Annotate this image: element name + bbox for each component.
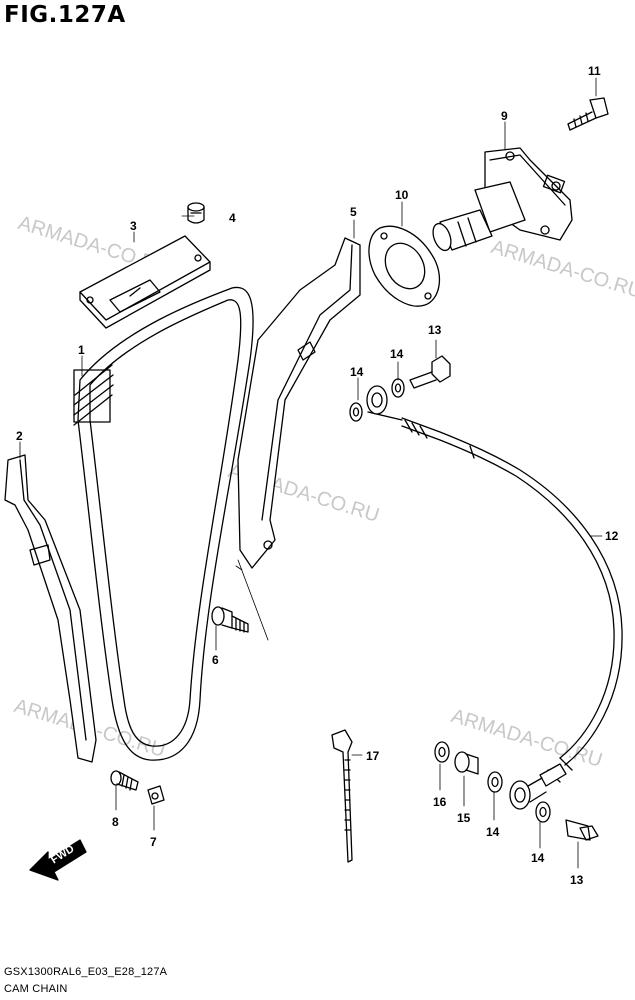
bolt-part-4 (187, 202, 205, 224)
chain-guide-part-2 (4, 454, 97, 763)
callout-15: 15 (457, 811, 471, 825)
washer-part-14-top (349, 378, 405, 422)
fitting-part-15 (454, 751, 479, 775)
tensioner-adjuster-part-9 (432, 147, 573, 252)
callout-8: 8 (112, 815, 119, 829)
callout-5: 5 (350, 205, 357, 219)
oil-hose-part-12 (367, 411, 623, 787)
callout-14-bottom-b: 14 (531, 851, 545, 865)
union-bolt-part-13-top (409, 355, 451, 389)
callout-10: 10 (395, 188, 409, 202)
callout-12: 12 (605, 529, 619, 543)
pivot-bolt-part-6 (211, 606, 249, 633)
bolt-part-8 (110, 770, 139, 791)
washer-part-16 (434, 741, 450, 763)
figure-code: GSX1300RAL6_E03_E28_127A (4, 966, 168, 978)
callout-14-bottom-a: 14 (486, 825, 500, 839)
chain-guide-plate-part-3 (79, 235, 211, 329)
callout-16: 16 (433, 795, 447, 809)
figure-title: FIG.127A (4, 2, 126, 28)
gasket-part-10 (368, 225, 441, 307)
callout-2: 2 (16, 429, 23, 443)
callout-14-top-b: 14 (350, 365, 364, 379)
callout-4: 4 (229, 211, 236, 225)
callout-6: 6 (212, 653, 219, 667)
callout-1: 1 (78, 343, 85, 357)
union-bolt-part-13-bottom (565, 819, 599, 841)
figure-name: CAM CHAIN (4, 983, 68, 995)
callout-7: 7 (150, 835, 157, 849)
spacer-part-7 (147, 785, 165, 805)
callout-13-top: 13 (428, 323, 442, 337)
forward-direction-arrow: FWD (29, 839, 87, 881)
callout-14-top-a: 14 (390, 347, 404, 361)
callout-17: 17 (366, 749, 380, 763)
washer-part-14-bottom-b (535, 801, 551, 823)
tensioner-guide-part-5 (237, 237, 361, 569)
leader-lines (19, 77, 603, 869)
washer-part-14-bottom-a (487, 771, 503, 793)
callout-labels: 1 2 3 4 5 6 7 8 9 10 11 12 13 13 14 14 1… (16, 64, 619, 887)
cable-tie-part-17 (331, 729, 353, 863)
cam-chain-part-1 (73, 286, 254, 761)
callout-13-bottom: 13 (570, 873, 584, 887)
callout-11: 11 (588, 64, 601, 78)
banjo-fitting (509, 777, 547, 810)
callout-9: 9 (501, 109, 508, 123)
bolt-part-11 (567, 97, 609, 131)
callout-3: 3 (130, 219, 137, 233)
